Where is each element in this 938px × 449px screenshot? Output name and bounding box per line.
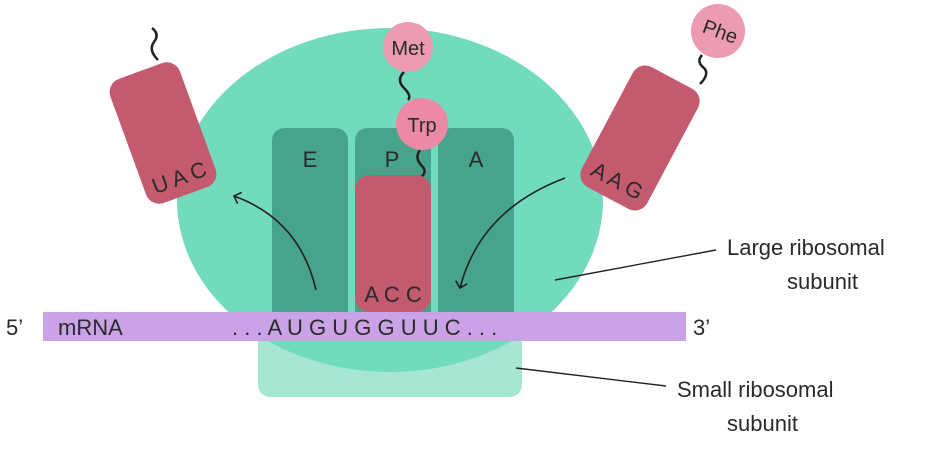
p-site-anticodon: A C C xyxy=(364,282,422,307)
met-label: Met xyxy=(391,38,425,60)
trp-label: Trp xyxy=(407,115,436,137)
exiting-trna: U A C xyxy=(109,62,217,204)
p-site-label: P xyxy=(385,147,400,172)
e-site xyxy=(272,128,348,312)
three-prime-label: 3’ xyxy=(693,315,710,340)
entry-arrow xyxy=(454,177,566,290)
trp-amino-acid xyxy=(396,98,448,150)
mrna-strand xyxy=(43,312,686,341)
p-site-trna xyxy=(355,175,431,312)
a-site xyxy=(438,128,514,312)
large-subunit-label-line1: Large ribosomal xyxy=(727,235,885,260)
met-amino-acid xyxy=(383,22,433,72)
small-subunit-label-line1: Small ribosomal xyxy=(677,377,834,402)
mrna-sequence: . . . A U G U G G U U C . . . xyxy=(232,315,497,340)
exit-arrow xyxy=(232,191,317,291)
a-site-label: A xyxy=(469,147,484,172)
incoming-trna: A A G xyxy=(580,65,700,211)
small-subunit-label-line2: subunit xyxy=(727,411,798,436)
large-subunit-pointer xyxy=(554,249,717,281)
large-subunit-label-line2: subunit xyxy=(787,269,858,294)
five-prime-label: 5’ xyxy=(6,315,23,340)
mrna-label: mRNA xyxy=(58,315,123,340)
phe-amino-acid xyxy=(691,4,745,58)
e-site-label: E xyxy=(303,147,318,172)
small-subunit-pointer xyxy=(515,367,667,387)
